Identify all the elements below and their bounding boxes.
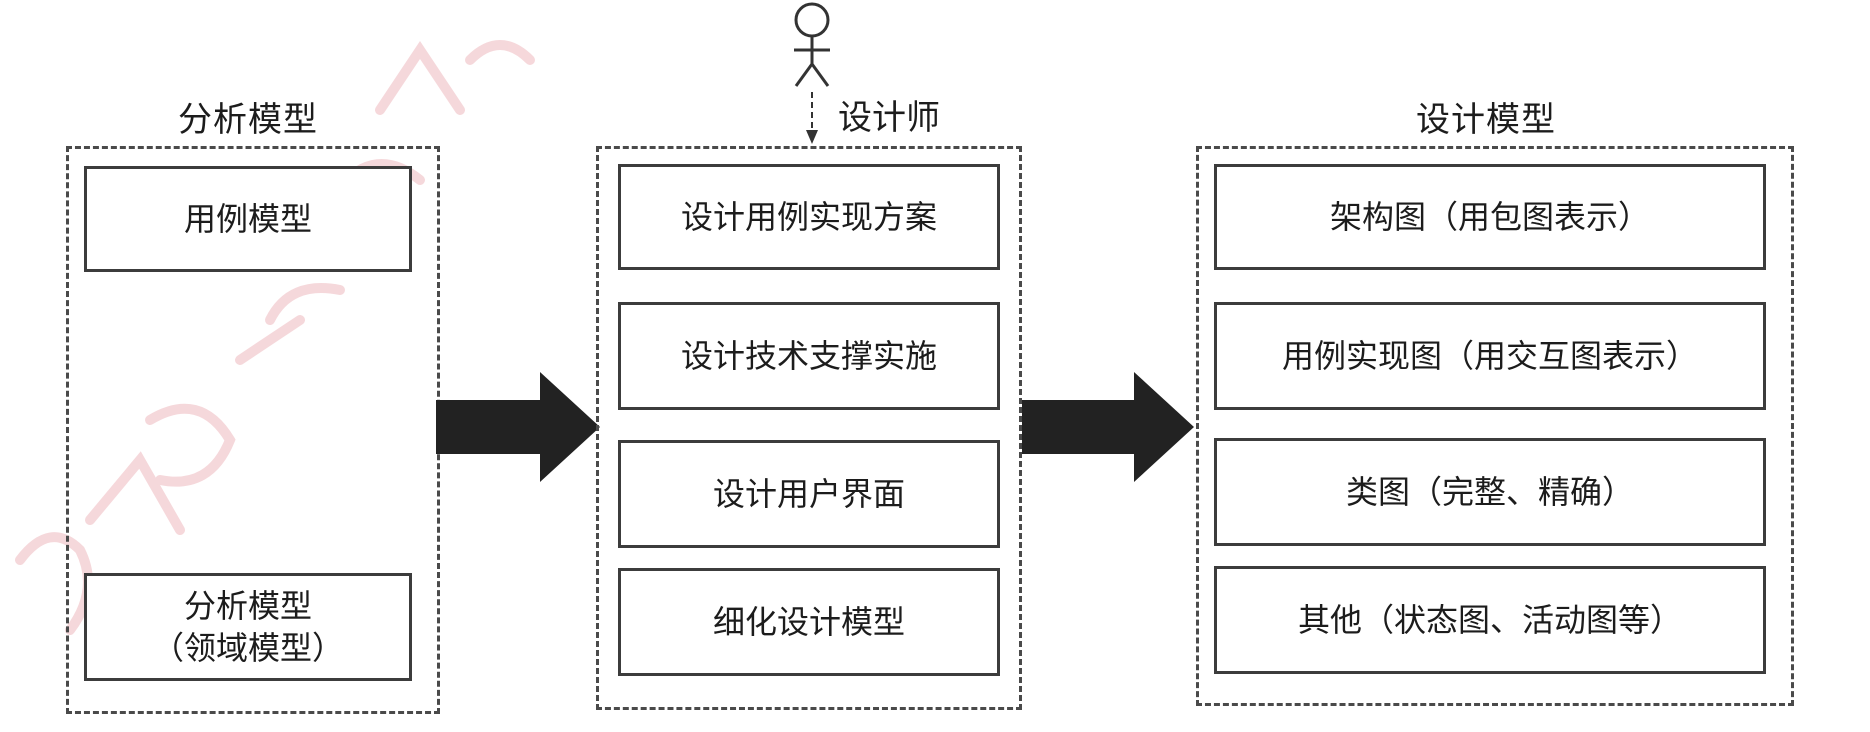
other-diagrams-box: 其他（状态图、活动图等） [1214, 566, 1766, 674]
class-diagram-box: 类图（完整、精确） [1214, 438, 1766, 546]
domain-model-label-line1: 分析模型 [183, 587, 312, 625]
domain-model-box: 分析模型 （领域模型） [84, 573, 412, 681]
designer-group [596, 146, 1022, 710]
use-case-realization-box: 用例实现图（用交互图表示） [1214, 302, 1766, 410]
architecture-diagram-box: 架构图（用包图表示） [1214, 164, 1766, 270]
use-case-model-label: 用例模型 [183, 200, 312, 238]
design-model-item-label: 用例实现图（用交互图表示） [1281, 337, 1698, 375]
design-model-item-label: 架构图（用包图表示） [1329, 198, 1650, 236]
design-model-title: 设计模型 [1416, 100, 1556, 140]
design-step-label: 设计用例实现方案 [680, 198, 937, 236]
designer-actor-icon [794, 2, 830, 144]
design-model-item-label: 其他（状态图、活动图等） [1297, 601, 1682, 639]
design-model-item-label: 类图（完整、精确） [1345, 473, 1634, 511]
design-step-label: 细化设计模型 [712, 603, 905, 641]
design-step-refine-model: 细化设计模型 [618, 568, 1000, 676]
arrow-analysis-to-designer [436, 372, 600, 482]
design-step-use-case-realization: 设计用例实现方案 [618, 164, 1000, 270]
domain-model-label-line2: （领域模型） [151, 629, 344, 667]
design-step-technical-support: 设计技术支撑实施 [618, 302, 1000, 410]
designer-label: 设计师 [838, 98, 940, 138]
arrow-designer-to-design-model [1022, 372, 1194, 482]
use-case-model-box: 用例模型 [84, 166, 412, 272]
design-model-group [1196, 146, 1794, 706]
design-step-label: 设计技术支撑实施 [680, 337, 937, 375]
design-step-user-interface: 设计用户界面 [618, 440, 1000, 548]
design-step-label: 设计用户界面 [712, 475, 905, 513]
analysis-model-title: 分析模型 [178, 100, 318, 140]
